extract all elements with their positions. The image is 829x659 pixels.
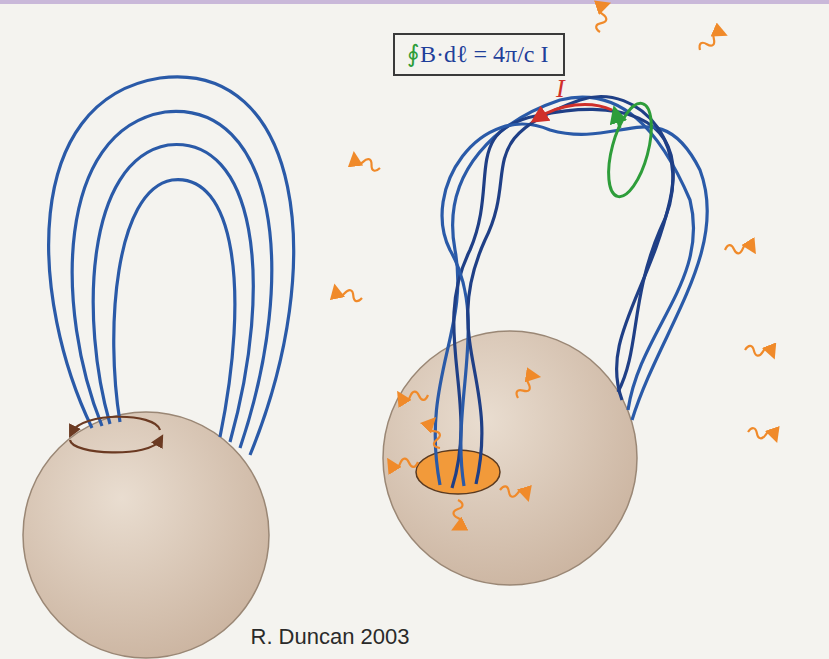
photon — [745, 346, 773, 357]
photon — [499, 486, 527, 500]
field-line — [435, 97, 693, 485]
photon — [427, 421, 445, 449]
current-label: I — [556, 74, 565, 104]
photon — [454, 500, 463, 527]
twist-arrow — [70, 440, 160, 452]
photon — [391, 458, 419, 469]
field-lines-right — [435, 97, 707, 488]
photon — [697, 29, 723, 53]
field-line — [49, 77, 294, 455]
equation-text: ∮B·dℓ = 4π/c I — [407, 40, 548, 69]
author-credit: R. Duncan 2003 — [251, 624, 410, 650]
star-right — [383, 331, 637, 585]
twist-arrow — [72, 417, 160, 432]
loop-arrow — [616, 114, 620, 128]
photon — [335, 287, 363, 303]
field-line — [93, 145, 253, 442]
field-lines-left — [49, 77, 294, 455]
photon — [747, 428, 775, 441]
photon — [353, 155, 381, 173]
photon — [401, 391, 429, 402]
field-line — [114, 180, 235, 437]
photon — [514, 373, 537, 400]
photon — [596, 5, 609, 33]
frame-top — [0, 0, 829, 4]
star-left — [23, 412, 269, 658]
equation-box: ∮B·dℓ = 4π/c I — [393, 33, 565, 76]
current-arrow — [538, 104, 612, 118]
field-line — [468, 97, 673, 484]
twist-arrows — [70, 417, 160, 453]
photons — [335, 5, 776, 527]
ampere-loop — [600, 99, 660, 201]
field-line — [72, 111, 272, 448]
photon — [725, 243, 753, 254]
